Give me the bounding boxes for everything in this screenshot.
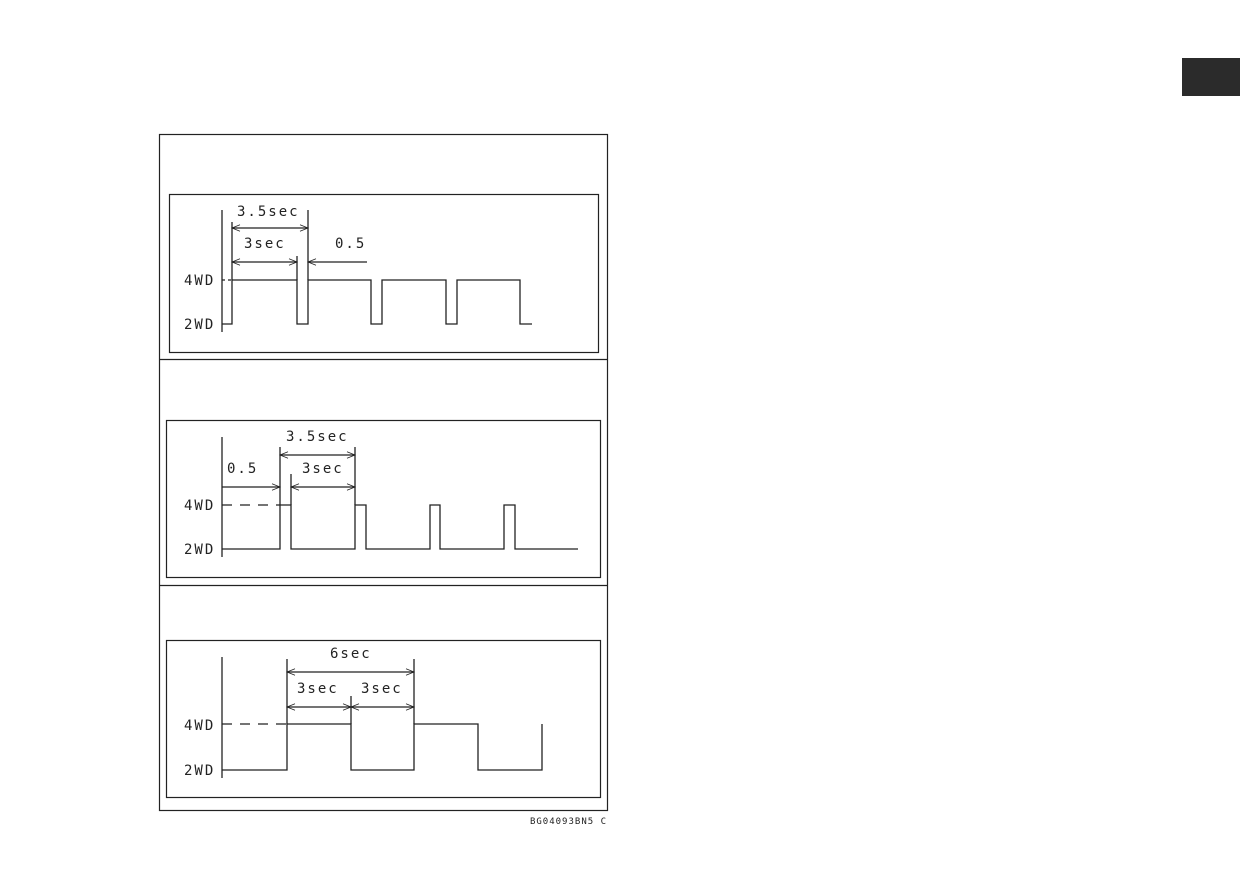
panel-1-diagram (221, 210, 532, 332)
panel-3-first-label: 3sec (297, 681, 339, 697)
page-tab (1182, 58, 1240, 96)
panel-2-box (165, 419, 602, 579)
panel-1-box (168, 193, 600, 354)
panel-3-box (165, 639, 602, 799)
panel-2-waveform (222, 504, 578, 550)
outer-frame (158, 133, 609, 812)
panel-3-diagram (221, 657, 543, 778)
panel-3-second-label: 3sec (361, 681, 403, 697)
panel-3-high-label: 4WD (184, 718, 215, 734)
panel-2-high-label: 4WD (184, 498, 215, 514)
panel-1-low-label: 2WD (184, 317, 215, 333)
panel-3-low-label: 2WD (184, 763, 215, 779)
panel-2-diagram (221, 437, 578, 557)
panel-1-second-label: 0.5 (335, 236, 366, 252)
panel-2-outer-label: 3.5sec (286, 429, 349, 445)
figure-code: BG04093BN5 C (530, 817, 607, 827)
panel-1-high-label: 4WD (184, 273, 215, 289)
panel-2-first-label: 3sec (302, 461, 344, 477)
panel-2-lead-label: 0.5 (227, 461, 258, 477)
panel-3-outer-label: 6sec (330, 646, 372, 662)
panel-1-outer-label: 3.5sec (237, 204, 300, 220)
panel-1-first-label: 3sec (244, 236, 286, 252)
panel-2-low-label: 2WD (184, 542, 215, 558)
panel-1-waveform (222, 279, 532, 325)
panel-3-waveform (222, 723, 543, 771)
